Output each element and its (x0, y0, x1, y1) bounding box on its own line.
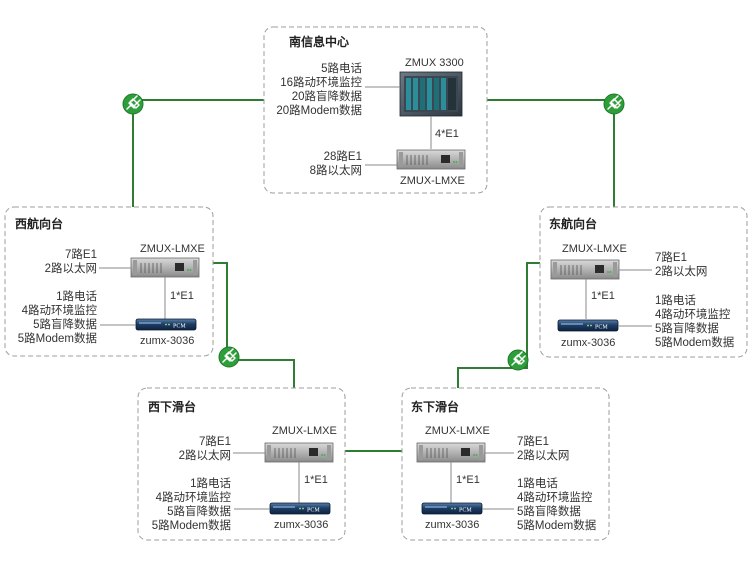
station-west: 西航向台 ZMUX-LMXE 1*E1 zumx-3036 7路E1 2路以太网… (15, 216, 205, 347)
line-text: 2路以太网 (179, 448, 231, 462)
line-text: 7路E1 (65, 247, 97, 261)
line-text: 20路Modem数据 (276, 103, 362, 117)
line-text: 1路电话 (190, 476, 231, 490)
line-text: 5路Modem数据 (152, 518, 232, 532)
line-text: 28路E1 (324, 149, 362, 163)
pcm-device-icon (269, 502, 331, 515)
station-title: 东下滑台 (411, 399, 459, 414)
line-text: 20路盲降数据 (292, 89, 363, 103)
line-text: 2路以太网 (655, 264, 707, 278)
link-south-east (487, 99, 615, 207)
line-text: 1路电话 (56, 289, 97, 303)
pcm-device-icon (135, 318, 197, 331)
line-text: 7路E1 (655, 250, 687, 264)
lmxe-label: ZMUX-LMXE (425, 425, 490, 437)
line-text: 5路电话 (321, 61, 362, 75)
link-east-eastslide (457, 262, 540, 388)
pcm-device-icon (421, 502, 483, 515)
station-westslide: 西下滑台 ZMUX-LMXE 1*E1 zumx-3036 7路E1 2路以太网… (148, 399, 337, 532)
line-text: 5路盲降数据 (517, 504, 581, 518)
line-text: 4路动环境监控 (22, 303, 98, 317)
link-label: 1*E1 (591, 290, 615, 302)
line-text: 4路动环境监控 (655, 307, 731, 321)
line-text: 5路Modem数据 (18, 331, 98, 345)
line-text: 5路盲降数据 (167, 504, 231, 518)
station-east: 东航向台 ZMUX-LMXE 1*E1 zumx-3036 7路E1 2路以太网… (549, 216, 735, 349)
line-text: 1路电话 (517, 476, 558, 490)
link-label: 1*E1 (170, 290, 194, 302)
lmxe-label: ZMUX-LMXE (562, 243, 627, 255)
station-boxes (4, 26, 748, 541)
plug-icon (218, 346, 240, 368)
pcm-label: zumx-3036 (140, 335, 194, 347)
link-label: 4*E1 (435, 128, 459, 140)
zmux-lmxe-device-icon (550, 259, 620, 280)
line-text: 7路E1 (517, 434, 549, 448)
pcm-label: zumx-3036 (425, 519, 479, 531)
link-south-west (132, 99, 264, 207)
lmxe-label: ZMUX-LMXE (140, 243, 205, 255)
south-bottom-lines: 28路E1 8路以太网 (310, 149, 362, 177)
station-box-westslide (137, 387, 346, 541)
line-text: 16路动环境监控 (280, 75, 362, 89)
link-west-westslide (213, 262, 295, 388)
pcm-device-icon (557, 319, 619, 332)
station-title: 西航向台 (15, 216, 63, 231)
line-text: 5路Modem数据 (517, 518, 597, 532)
zmux-lmxe-device-icon (416, 442, 486, 463)
pcm-label: zumx-3036 (561, 337, 615, 349)
line-text: 5路盲降数据 (655, 321, 719, 335)
line-text: 2路以太网 (517, 448, 569, 462)
zmux-lmxe-device-icon (264, 442, 334, 463)
line-text: 1路电话 (655, 293, 696, 307)
station-eastslide: 东下滑台 ZMUX-LMXE 1*E1 zumx-3036 7路E1 2路以太网… (411, 399, 597, 532)
zmux3300-label: ZMUX 3300 (405, 57, 464, 69)
line-text: 5路Modem数据 (655, 335, 735, 349)
plug-icon (507, 349, 529, 371)
link-label: 1*E1 (304, 474, 328, 486)
plug-icon (122, 93, 144, 115)
zmux-lmxe-device-icon (130, 257, 200, 278)
station-box-eastslide (401, 387, 610, 541)
link-label: 1*E1 (456, 474, 480, 486)
pcm-label: zumx-3036 (274, 519, 328, 531)
line-text: 5路盲降数据 (33, 317, 97, 331)
zmux3300-rack (399, 71, 463, 117)
line-text: 4路动环境监控 (156, 490, 232, 504)
lmxe-label: ZMUX-LMXE (400, 175, 465, 187)
line-text: 8路以太网 (310, 163, 362, 177)
plug-icon (603, 93, 625, 115)
line-text: 4路动环境监控 (517, 490, 593, 504)
station-title: 南信息中心 (289, 34, 349, 49)
line-text: 2路以太网 (45, 261, 97, 275)
line-text: 7路E1 (199, 434, 231, 448)
station-south: 南信息中心 ZMUX 3300 4*E1 ZMUX-LMXE 5路电话 16路动… (276, 34, 466, 187)
station-title: 东航向台 (549, 216, 597, 231)
station-title: 西下滑台 (148, 399, 196, 414)
south-top-lines: 5路电话 16路动环境监控 20路盲降数据 20路Modem数据 (276, 61, 362, 117)
zmux-lmxe-device-icon (396, 149, 466, 170)
lmxe-label: ZMUX-LMXE (272, 425, 337, 437)
station-box-east (539, 206, 748, 358)
